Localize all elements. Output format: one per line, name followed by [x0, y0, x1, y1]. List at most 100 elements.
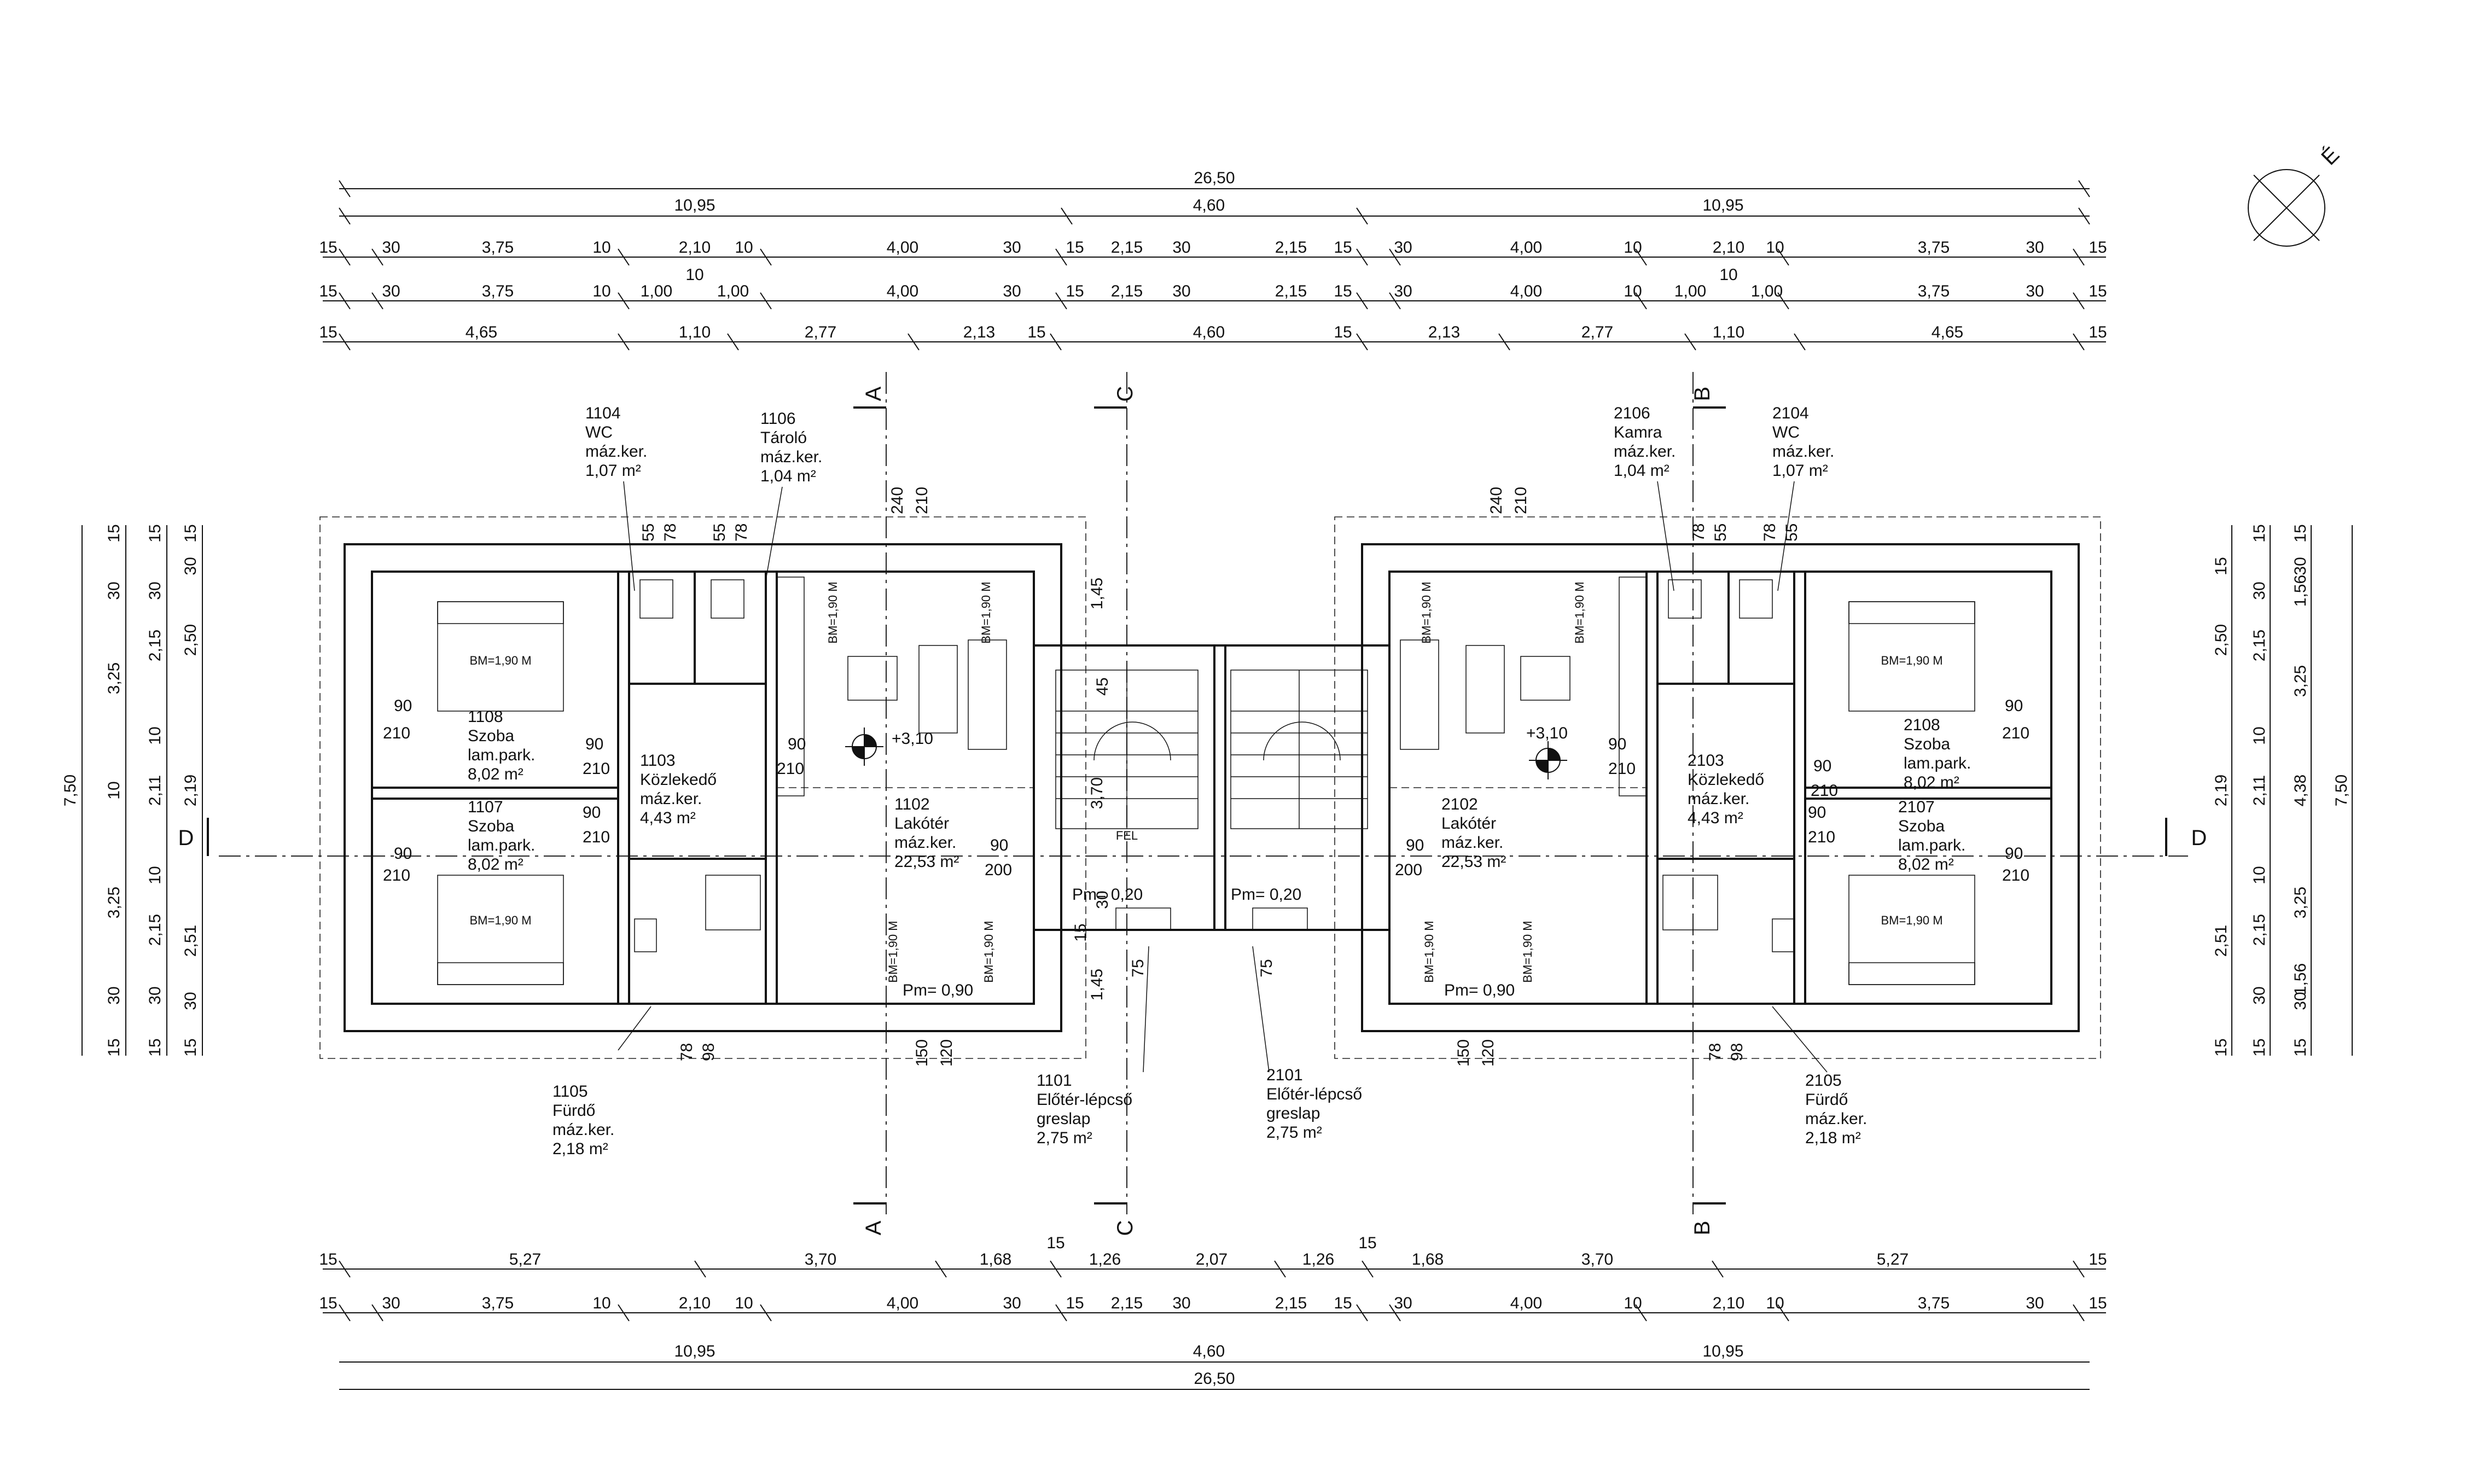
- dim: 2,15: [1275, 238, 1307, 257]
- bm-label: BM=1,90 M: [1521, 921, 1534, 982]
- op: 90: [1813, 757, 1831, 775]
- op: 98: [1728, 1043, 1746, 1061]
- dim: 10,95: [1702, 1342, 1743, 1360]
- dim: 30: [2291, 557, 2310, 575]
- dim-30-stair: 30: [1093, 891, 1112, 909]
- op: 90: [1608, 735, 1626, 753]
- dim: 4,65: [466, 323, 497, 341]
- dim: 2,15: [1111, 282, 1143, 300]
- dim-top-l2: 4,60: [1193, 196, 1225, 214]
- room-area: 2,75 m²: [1037, 1129, 1092, 1147]
- dim: 4,00: [1510, 238, 1542, 257]
- room-line: greslap: [1266, 1104, 1320, 1122]
- dim: 10: [592, 238, 610, 257]
- dim: 2,10: [679, 238, 711, 257]
- right-dimensions: 7,50 1,56 4,38 1,56 15 30 3,25 3,25 30 1…: [2212, 524, 2353, 1057]
- dim: 10: [592, 282, 610, 300]
- room-area: 8,02 m²: [1898, 856, 1954, 874]
- dim: 2,15: [2250, 914, 2268, 946]
- op: 120: [1479, 1039, 1497, 1067]
- level-marks: +3,10 +3,10: [845, 724, 1568, 779]
- dim: 2,07: [1196, 1250, 1228, 1268]
- room-line: Lakótér: [894, 814, 949, 833]
- room-line: 2101: [1266, 1066, 1303, 1084]
- op: 200: [1395, 861, 1422, 879]
- dim: 1,26: [1302, 1250, 1334, 1268]
- op: 78: [1761, 523, 1779, 542]
- dim: 1,56: [2291, 963, 2310, 995]
- room-line: máz.ker.: [552, 1121, 614, 1139]
- room-area: 4,43 m²: [640, 809, 696, 827]
- dim: 30: [1394, 238, 1412, 257]
- dim: 2,19: [182, 775, 200, 806]
- bm-label: BM=1,90 M: [469, 654, 531, 667]
- room-area: 2,18 m²: [552, 1140, 608, 1158]
- room-area: 8,02 m²: [468, 856, 523, 874]
- dim: 7,50: [61, 775, 79, 806]
- room-line: máz.ker.: [1614, 443, 1676, 461]
- dim: 10: [735, 238, 753, 257]
- room-area: 22,53 m²: [1441, 853, 1506, 871]
- dim: 15: [1046, 1234, 1064, 1252]
- dim: 2,13: [1428, 323, 1460, 341]
- dim: 30: [1394, 1294, 1412, 1312]
- dim: 15: [1334, 238, 1352, 257]
- section-a-bottom: A: [862, 1220, 886, 1235]
- op: 210: [383, 866, 410, 884]
- room-2103: 2103 Közlekedő máz.ker. 4,43 m²: [1688, 752, 1764, 827]
- dim: 30: [182, 557, 200, 575]
- dim: 3,75: [482, 238, 514, 257]
- dim: 4,60: [1193, 323, 1225, 341]
- room-line: 1108: [468, 708, 503, 726]
- dim: 15: [2250, 524, 2268, 542]
- op: 240: [1487, 487, 1505, 514]
- room-line: Fürdő: [1805, 1091, 1848, 1109]
- dim: 30: [2250, 581, 2268, 600]
- dim-370: 3,70: [1088, 777, 1106, 809]
- north-label: É: [2317, 142, 2345, 170]
- level-mark-left: +3,10: [892, 730, 933, 748]
- op: 90: [1808, 804, 1826, 822]
- room-1108: 1108 Szoba lam.park. 8,02 m²: [468, 708, 535, 783]
- room-1105: 1105 Fürdő máz.ker. 2,18 m²: [552, 1083, 614, 1158]
- dim: 2,15: [146, 914, 164, 946]
- left-dimensions: 7,50 3,25 10 3,25 15 30 15 30 15 30 2,15…: [61, 524, 203, 1057]
- room-area: 8,02 m²: [468, 765, 523, 783]
- dim: 15: [146, 1038, 164, 1056]
- room-line: máz.ker.: [1441, 834, 1503, 852]
- room-area: 2,18 m²: [1805, 1129, 1861, 1147]
- dim: 15: [1066, 238, 1084, 257]
- dim: 1,10: [679, 323, 711, 341]
- room-line: Tároló: [760, 429, 807, 447]
- dim: 15: [319, 238, 337, 257]
- op: 78: [678, 1043, 696, 1061]
- dim: 10: [146, 866, 164, 884]
- dim: 3,75: [1918, 238, 1950, 257]
- room-2102: 2102 Lakótér máz.ker. 22,53 m²: [1441, 795, 1506, 871]
- dim: 5,27: [1877, 1250, 1909, 1268]
- dim: 2,77: [805, 323, 836, 341]
- room-line: 2108: [1904, 716, 1940, 734]
- dim: 1,00: [1674, 282, 1706, 300]
- dim: 30: [1172, 282, 1190, 300]
- room-line: 1106: [760, 410, 796, 428]
- dim: 30: [382, 1294, 400, 1312]
- room-line: máz.ker.: [760, 448, 822, 466]
- dim: 1,00: [717, 282, 749, 300]
- op: 90: [2005, 845, 2023, 863]
- op: 210: [913, 487, 931, 514]
- room-line: 1107: [468, 798, 503, 816]
- dim: 2,10: [1713, 238, 1744, 257]
- dim: 15: [2212, 1038, 2230, 1056]
- room-line: WC: [1772, 423, 1800, 441]
- dim: 30: [2291, 992, 2310, 1010]
- op: 200: [985, 861, 1012, 879]
- room-line: Közlekedő: [1688, 771, 1764, 789]
- op: 98: [700, 1043, 718, 1061]
- dim: 3,75: [482, 1294, 514, 1312]
- dim: 2,50: [182, 624, 200, 656]
- dim: 2,15: [146, 630, 164, 661]
- room-line: máz.ker.: [1772, 443, 1834, 461]
- dim: 15: [1358, 1234, 1376, 1252]
